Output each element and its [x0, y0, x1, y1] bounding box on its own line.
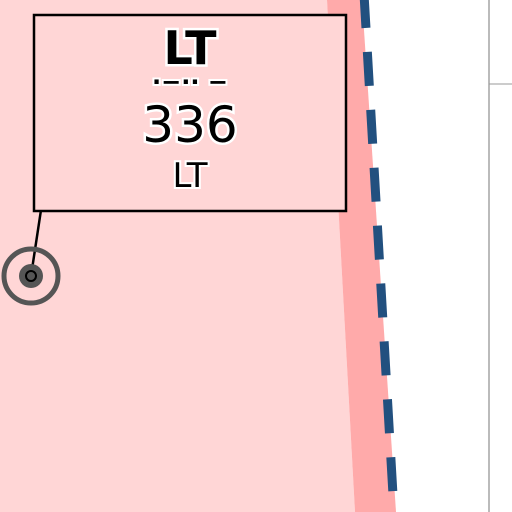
navaid-frequency: 336 — [142, 96, 237, 154]
navaid-label-box — [32, 13, 348, 213]
navaid-morse-code: ·−·· − — [152, 68, 228, 96]
navaid-sub-label: LT — [172, 156, 207, 196]
navaid-ident: LT — [163, 21, 217, 75]
ndb-navaid-icon[interactable] — [1, 246, 61, 306]
navaid-label[interactable]: LT ·−·· − 336 LT — [32, 13, 348, 213]
airspace-boundary-line — [359, 0, 399, 512]
